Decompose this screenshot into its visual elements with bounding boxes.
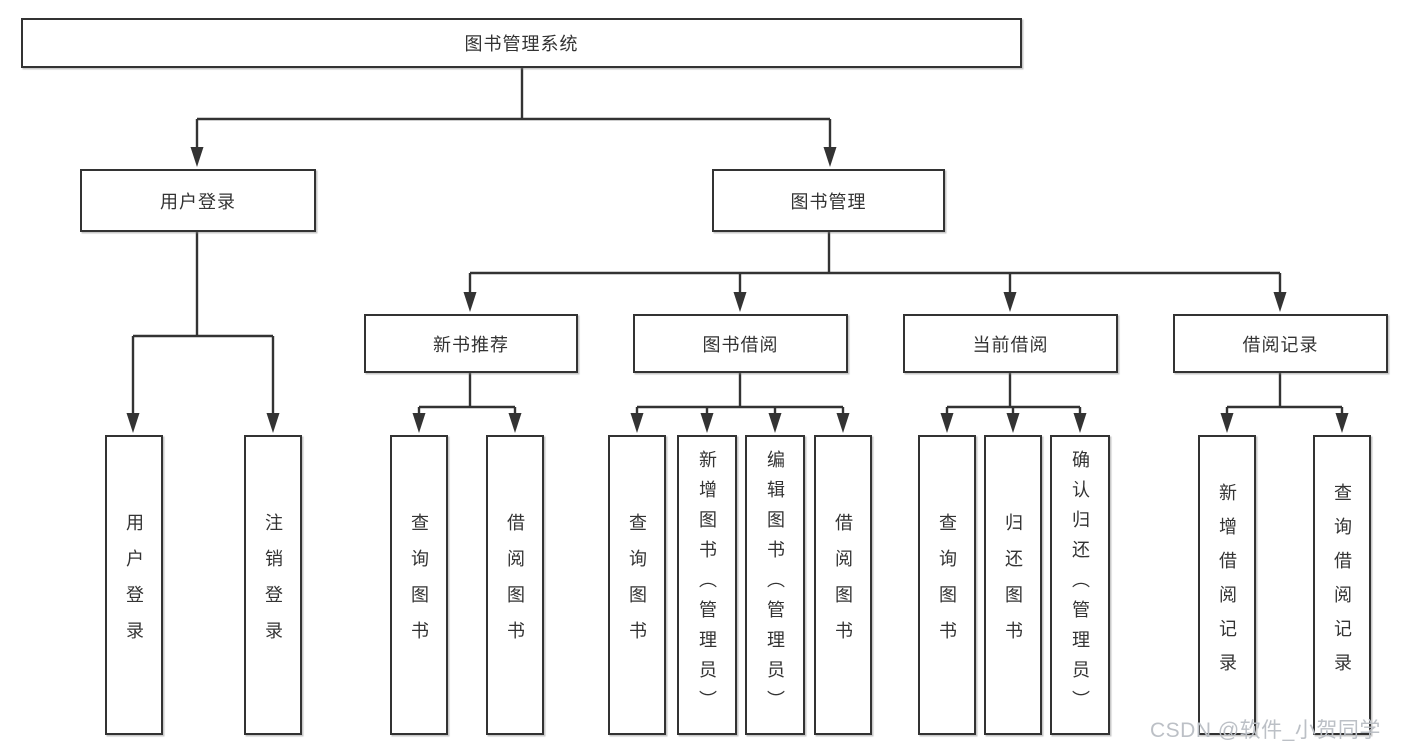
node-new-book-recommendation: 新书推荐	[364, 314, 578, 373]
leaf-add-book-admin: 新增图书（管理员）	[677, 435, 737, 735]
node-label: 当前借阅	[972, 334, 1049, 355]
leaf-confirm-return-admin: 确认归还（管理员）	[1050, 435, 1110, 735]
leaf-query-books: 查询图书	[390, 435, 448, 735]
node-label: 查询图书	[409, 513, 429, 657]
leaf-query-borrow-record: 查询借阅记录	[1313, 435, 1371, 735]
node-label: 归还图书	[1003, 513, 1023, 657]
node-book-borrowing: 图书借阅	[633, 314, 848, 373]
leaf-borrow-books: 借阅图书	[814, 435, 872, 735]
node-label: 新书推荐	[433, 334, 509, 355]
node-label: 用户登录	[124, 513, 144, 657]
leaf-query-books: 查询图书	[918, 435, 976, 735]
node-label: 借阅图书	[505, 513, 525, 657]
leaf-edit-book-admin: 编辑图书（管理员）	[745, 435, 805, 735]
node-label: 图书管理系统	[464, 34, 579, 54]
node-label: 图书借阅	[702, 334, 779, 355]
node-label: 查询图书	[627, 513, 647, 657]
node-label: 确认归还（管理员）	[1070, 450, 1090, 720]
node-label: 编辑图书（管理员）	[765, 450, 785, 720]
node-user-login: 用户登录	[80, 169, 316, 232]
node-book-management: 图书管理	[712, 169, 945, 232]
node-label: 新增图书（管理员）	[697, 450, 717, 720]
node-label: 借阅图书	[833, 513, 853, 657]
leaf-logout: 注销登录	[244, 435, 302, 735]
node-label: 图书管理	[790, 191, 867, 212]
leaf-user-login: 用户登录	[105, 435, 163, 735]
node-label: 注销登录	[263, 513, 283, 657]
node-current-borrowing: 当前借阅	[903, 314, 1118, 373]
node-label: 新增借阅记录	[1217, 483, 1237, 687]
node-label: 用户登录	[160, 191, 236, 212]
leaf-query-books: 查询图书	[608, 435, 666, 735]
node-label: 查询图书	[937, 513, 957, 657]
csdn-watermark: CSDN @软件_小贺同学	[1150, 719, 1381, 742]
node-label: 借阅记录	[1242, 334, 1319, 355]
leaf-borrow-books: 借阅图书	[486, 435, 544, 735]
node-borrowing-records: 借阅记录	[1173, 314, 1388, 373]
node-library-management-system: 图书管理系统	[21, 18, 1022, 68]
leaf-return-books: 归还图书	[984, 435, 1042, 735]
leaf-add-borrow-record: 新增借阅记录	[1198, 435, 1256, 735]
node-label: 查询借阅记录	[1332, 483, 1352, 687]
